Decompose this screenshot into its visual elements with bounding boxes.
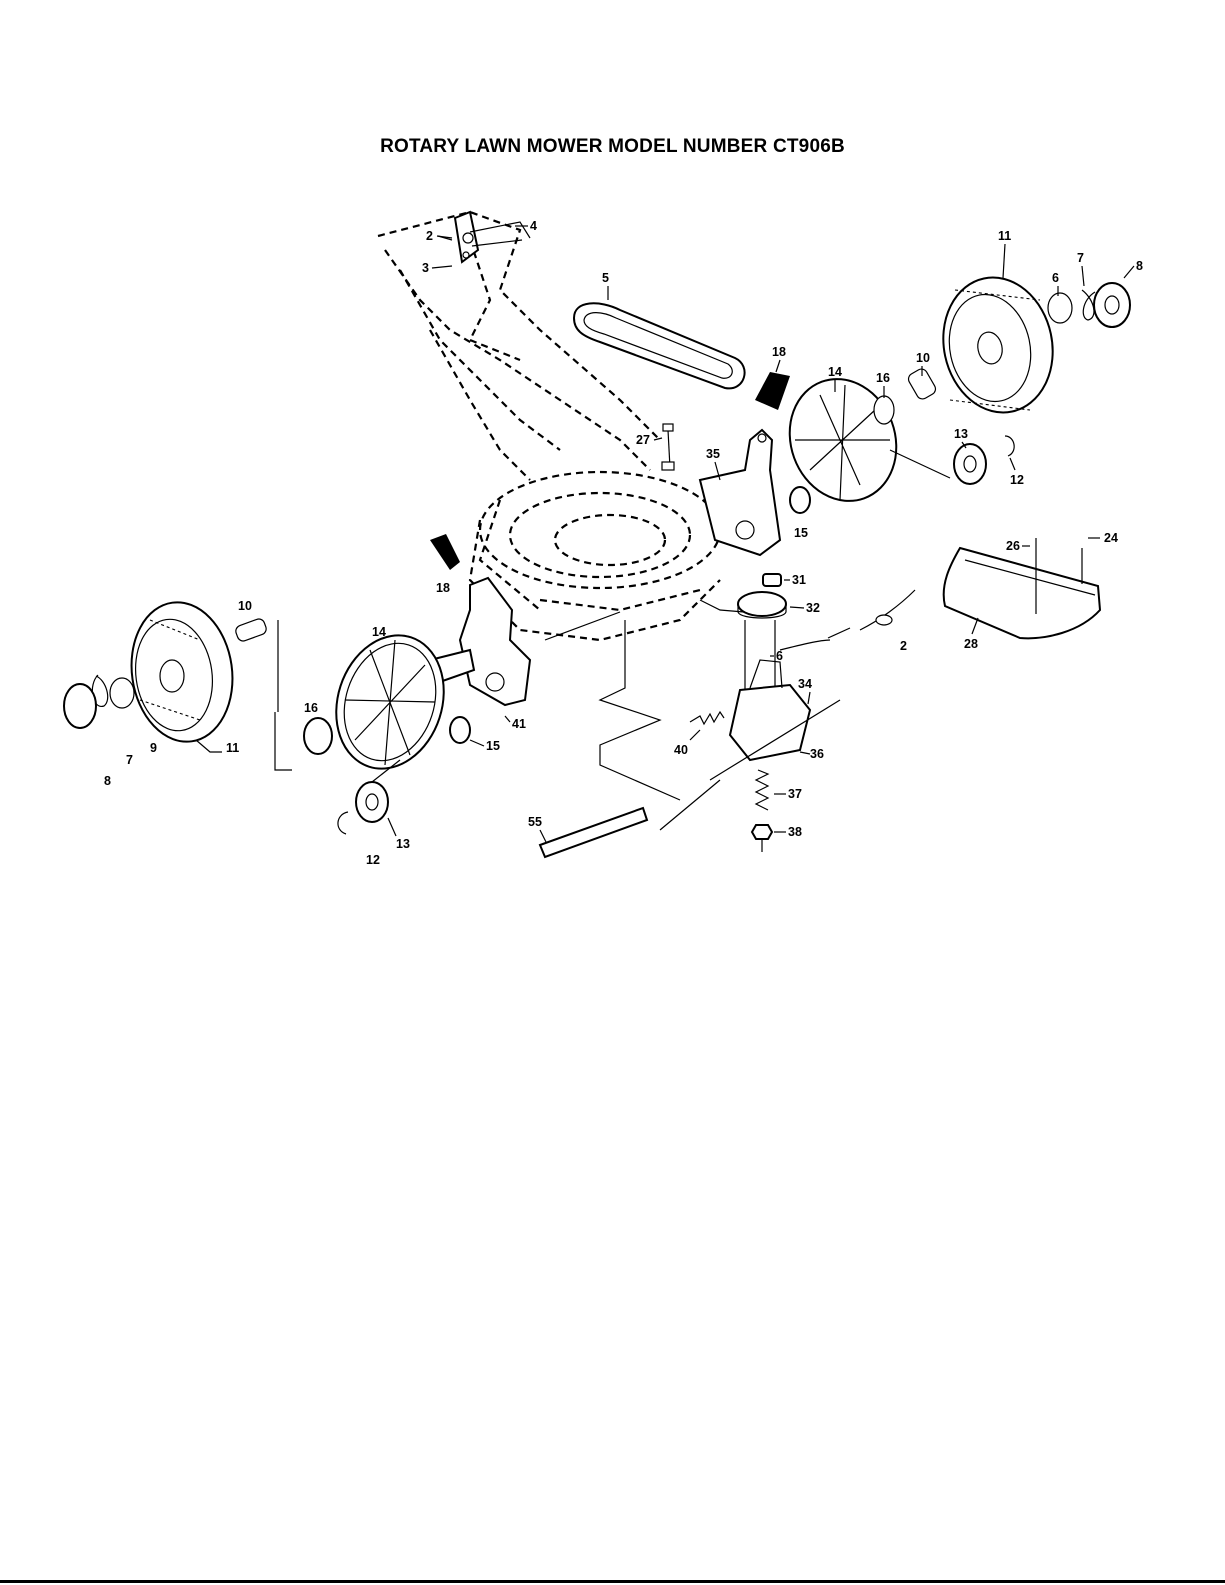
drive-gear-right (890, 436, 1014, 484)
callout-2: 2 (426, 229, 433, 243)
spring-40 (690, 712, 724, 724)
callout-8: 8 (1136, 259, 1143, 273)
callout-27: 27 (636, 433, 650, 447)
bolt-27 (662, 424, 674, 470)
callout-40: 40 (674, 743, 688, 757)
callout-7: 7 (126, 753, 133, 767)
callout-3: 3 (422, 261, 429, 275)
washer-16-left (275, 620, 332, 770)
callout-13: 13 (954, 427, 968, 441)
page-bottom-rule (0, 1580, 1225, 1583)
callout-10: 10 (238, 599, 252, 613)
wheel-cover-left (320, 621, 461, 782)
callout-15: 15 (486, 739, 500, 753)
callout-15: 15 (794, 526, 808, 540)
callout-2: 2 (900, 639, 907, 653)
callout-16: 16 (876, 371, 890, 385)
callout-38: 38 (788, 825, 802, 839)
callout-4: 4 (530, 219, 537, 233)
callout-11: 11 (226, 741, 239, 755)
washer-15-left (450, 717, 470, 743)
callout-13: 13 (396, 837, 410, 851)
drive-belt (574, 303, 745, 388)
callout-16: 16 (304, 701, 318, 715)
callout-36: 36 (810, 747, 824, 761)
small-parts-left (64, 675, 134, 728)
spring-37-bolt-38 (752, 770, 772, 852)
callout-8: 8 (104, 774, 111, 788)
callout-7: 7 (1077, 251, 1084, 265)
callout-18: 18 (436, 581, 450, 595)
pulley-32 (738, 592, 786, 690)
rear-discharge-chute (944, 538, 1100, 638)
callout-18: 18 (772, 345, 786, 359)
callout-12: 12 (1010, 473, 1024, 487)
adjuster-grip-left (430, 534, 460, 570)
callout-6: 6 (776, 649, 783, 663)
callout-6: 6 (1052, 271, 1059, 285)
callout-31: 31 (792, 573, 806, 587)
cable-2 (780, 590, 915, 650)
callout-9: 9 (150, 741, 157, 755)
rear-wheel-left (123, 596, 242, 749)
callout-35: 35 (706, 447, 720, 461)
callout-11: 11 (998, 229, 1011, 243)
handle-bracket-assembly (432, 212, 530, 268)
callout-55: 55 (528, 815, 542, 829)
callout-14: 14 (828, 365, 842, 379)
adjuster-grip-right (755, 372, 790, 410)
callout-14: 14 (372, 625, 386, 639)
nut-31 (763, 574, 781, 586)
callout-32: 32 (806, 601, 820, 615)
washer-15-right (790, 487, 810, 513)
callout-28: 28 (964, 637, 978, 651)
callout-37: 37 (788, 787, 802, 801)
callout-5: 5 (602, 271, 609, 285)
callout-24: 24 (1104, 531, 1118, 545)
callout-12: 12 (366, 853, 380, 867)
callout-41: 41 (512, 717, 526, 731)
height-adjuster-bracket-left (430, 578, 530, 705)
callout-10: 10 (916, 351, 930, 365)
axle-shaft-55 (540, 808, 647, 857)
rear-wheel-right (931, 267, 1065, 422)
bushing-10-left (234, 617, 268, 642)
callout-26: 26 (1006, 539, 1020, 553)
callout-34: 34 (798, 677, 812, 691)
